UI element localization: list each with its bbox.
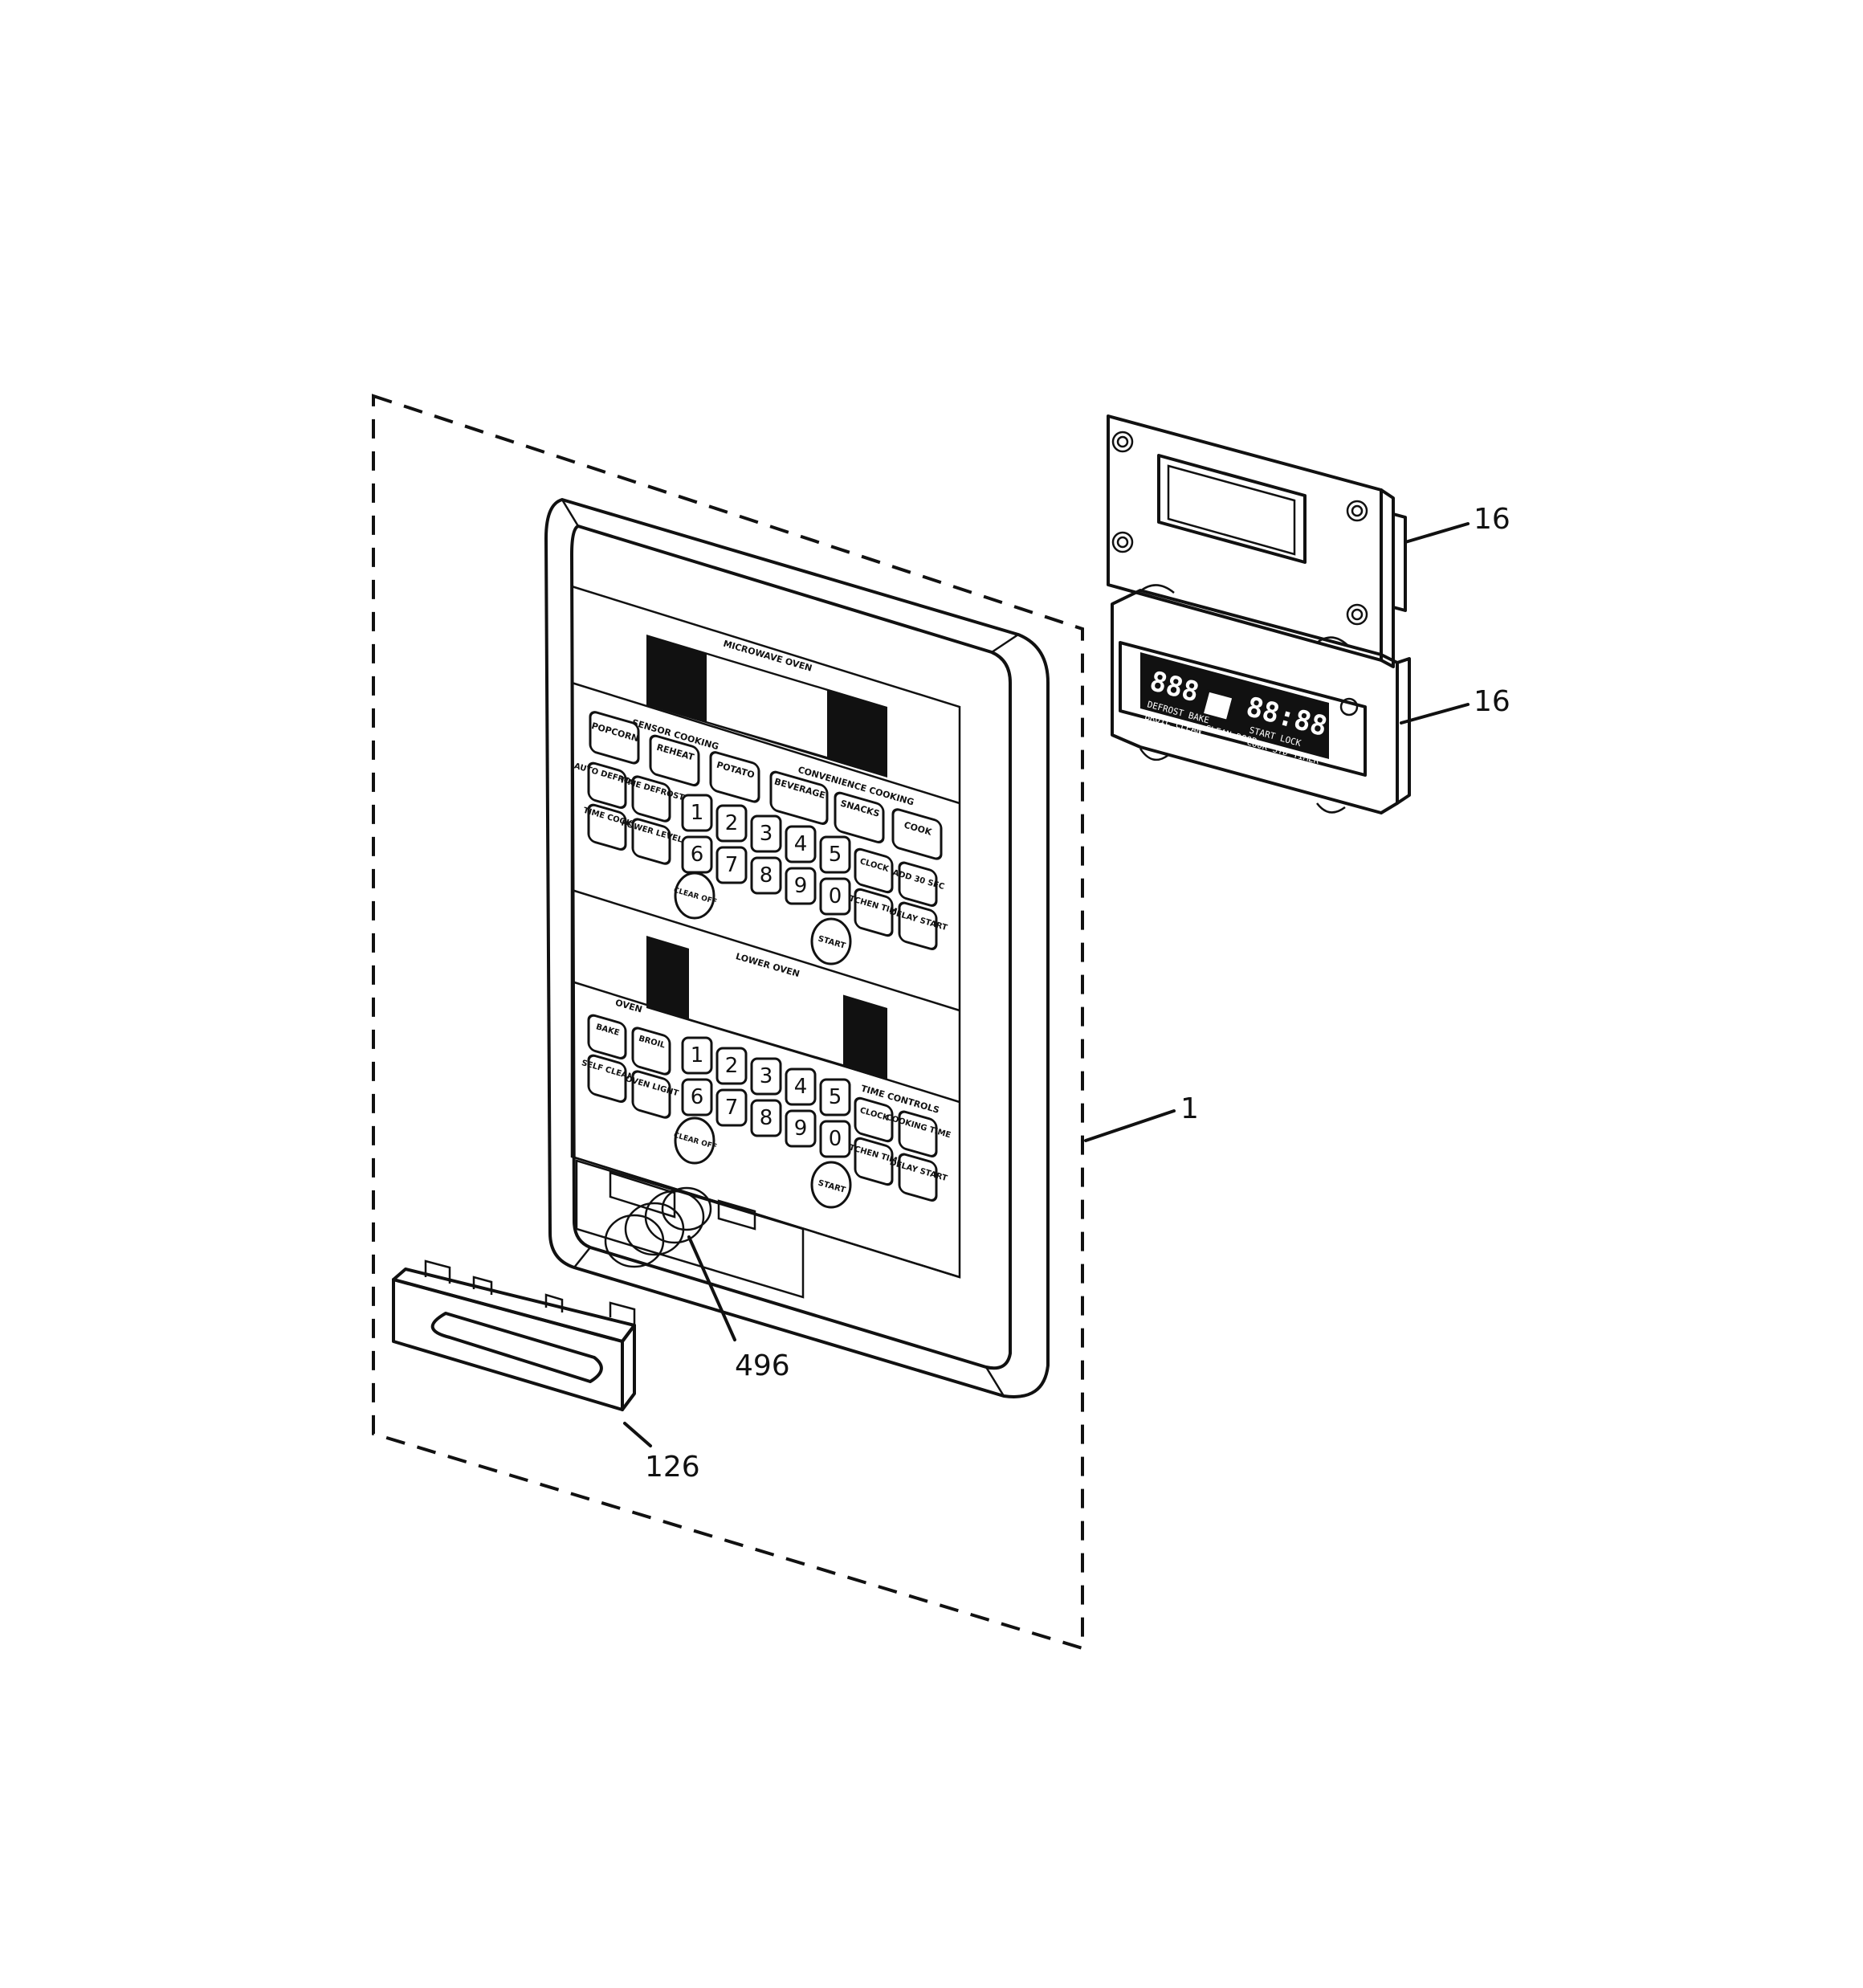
callout-16-upper: 16 <box>1404 503 1510 544</box>
oven-header: OVEN <box>614 998 644 1015</box>
callout-label: 16 <box>1474 685 1510 718</box>
lower-clock-key[interactable]: CLOCK <box>854 1096 894 1143</box>
popcorn-key[interactable]: POPCORN <box>589 711 640 765</box>
cook-key[interactable]: COOK <box>891 808 943 860</box>
svg-text:3: 3 <box>760 822 773 846</box>
digit-key[interactable]: 5 <box>819 835 851 874</box>
panel-bezel-outer <box>544 498 1050 1398</box>
lower-digit-keys: 1 2 3 4 5 6 7 8 9 0 <box>681 1036 851 1158</box>
digit-key[interactable]: 4 <box>785 825 817 863</box>
clear-off-key-lower[interactable]: CLEAR OFF <box>673 1116 718 1165</box>
control-panel-assembly: MICROWAVE OVEN LOWER OVEN SENSOR COOKING… <box>544 498 1050 1398</box>
broil-key[interactable]: BROIL <box>631 1027 671 1076</box>
start-key-lower[interactable]: START <box>810 1161 852 1209</box>
svg-text:9: 9 <box>794 874 808 898</box>
svg-text:0: 0 <box>829 1127 842 1151</box>
callout-126: 126 <box>623 1422 700 1484</box>
digit-key[interactable]: 8 <box>750 1099 782 1137</box>
trim-handle <box>392 1259 636 1411</box>
digit-key[interactable]: 9 <box>785 1109 817 1148</box>
add-30-sec-key[interactable]: ADD 30 SEC <box>891 861 945 907</box>
digit-key[interactable]: 4 <box>785 1067 817 1106</box>
svg-text:6: 6 <box>691 843 704 867</box>
callout-label: 126 <box>645 1451 700 1484</box>
panel-bezel-inner <box>570 525 1012 1370</box>
callout-label: 496 <box>735 1349 790 1382</box>
cooking-time-key[interactable]: COOKING TIME <box>885 1110 952 1157</box>
digit-key[interactable]: 9 <box>785 867 817 905</box>
assembly-boundary-dashed <box>372 394 1084 1651</box>
svg-text:7: 7 <box>725 853 739 877</box>
power-level-key[interactable]: POWER LEVEL <box>620 818 684 865</box>
digit-key[interactable]: 6 <box>681 835 713 874</box>
digit-key[interactable]: 7 <box>715 1088 748 1127</box>
svg-text:9: 9 <box>794 1116 808 1141</box>
display-module: 888 DEFROST BAKE BROIL CLEAN CLEAN DOOR … <box>1111 584 1411 814</box>
digit-key[interactable]: 6 <box>681 1078 713 1116</box>
svg-text:1: 1 <box>691 1043 704 1067</box>
digit-key[interactable]: 1 <box>681 1036 713 1075</box>
svg-text:5: 5 <box>829 843 842 867</box>
svg-text:2: 2 <box>725 1054 739 1078</box>
upper-display-window <box>646 635 887 778</box>
digit-key[interactable]: 3 <box>750 1057 782 1096</box>
svg-text:4: 4 <box>794 832 808 856</box>
panel-bottom-recess <box>575 1159 805 1299</box>
svg-text:3: 3 <box>760 1064 773 1088</box>
lower-display-window <box>646 936 887 1080</box>
clear-off-key-upper[interactable]: CLEAR OFF <box>673 872 718 920</box>
svg-text:1: 1 <box>691 801 704 825</box>
clock-key[interactable]: CLOCK <box>854 847 894 894</box>
svg-text:7: 7 <box>725 1096 739 1120</box>
svg-text:6: 6 <box>691 1085 704 1109</box>
digit-key[interactable]: 8 <box>750 856 782 895</box>
time-defrost-key[interactable]: TIME DEFROST <box>618 775 685 823</box>
callout-label: 1 <box>1180 1092 1199 1125</box>
digit-key[interactable]: 3 <box>750 814 782 853</box>
svg-text:2: 2 <box>725 811 739 835</box>
svg-text:8: 8 <box>760 863 773 888</box>
digit-key[interactable]: 0 <box>819 877 851 916</box>
svg-text:4: 4 <box>794 1075 808 1099</box>
digit-key[interactable]: 7 <box>715 846 748 884</box>
snacks-key[interactable]: SNACKS <box>834 791 885 844</box>
callout-1: 1 <box>1084 1092 1199 1142</box>
callout-496: 496 <box>687 1235 790 1382</box>
delay-start-key[interactable]: DELAY START <box>889 901 948 950</box>
callout-label: 16 <box>1474 503 1510 536</box>
digit-key[interactable]: 1 <box>681 794 713 832</box>
upper-digit-keys: 1 2 3 4 5 6 7 8 9 0 <box>681 794 851 916</box>
digit-key[interactable]: 5 <box>819 1078 851 1116</box>
lower-delay-start-key[interactable]: DELAY START <box>889 1153 948 1202</box>
svg-text:8: 8 <box>760 1106 773 1130</box>
start-key-upper[interactable]: START <box>810 917 852 965</box>
digit-key[interactable]: 2 <box>715 804 748 843</box>
svg-text:5: 5 <box>829 1085 842 1109</box>
callout-16-lower: 16 <box>1400 685 1510 725</box>
reheat-key[interactable]: REHEAT <box>649 734 700 787</box>
oven-light-key[interactable]: OVEN LIGHT <box>624 1070 679 1119</box>
digit-key[interactable]: 2 <box>715 1047 748 1085</box>
display-lcd: 888 DEFROST BAKE BROIL CLEAN CLEAN DOOR … <box>1140 652 1331 766</box>
control-board <box>1107 414 1407 668</box>
digit-key[interactable]: 0 <box>819 1120 851 1158</box>
bake-key[interactable]: BAKE <box>587 1014 627 1059</box>
svg-text:0: 0 <box>829 884 842 908</box>
potato-key[interactable]: POTATO <box>709 751 760 803</box>
